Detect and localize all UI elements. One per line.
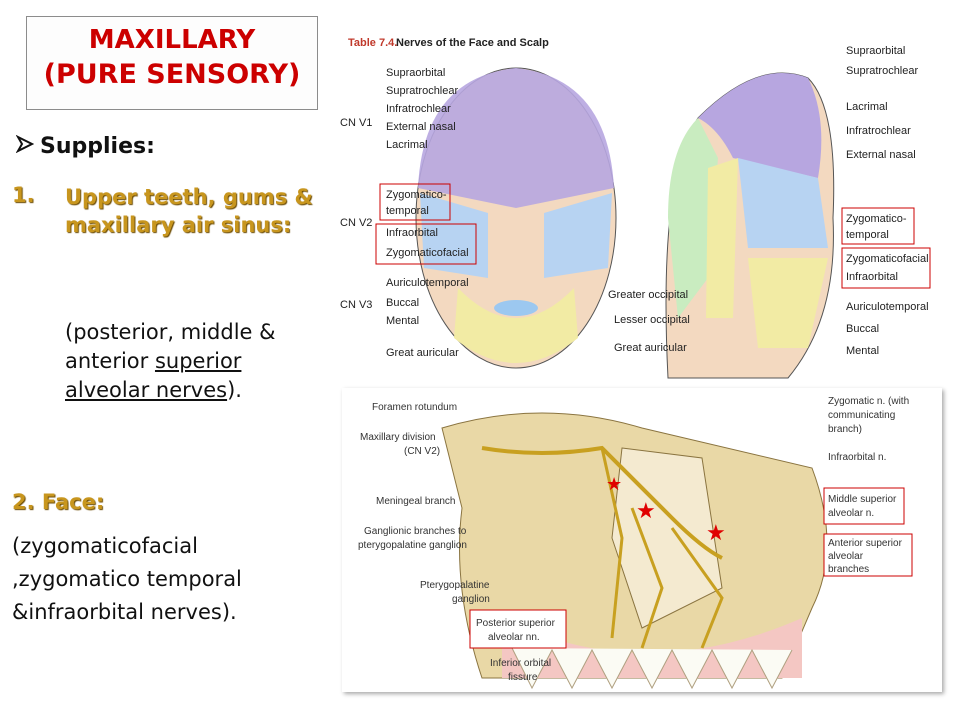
label-meningeal-branch: Meningeal branch — [376, 496, 456, 507]
item1-detail: (posterior, middle & anterior superior a… — [65, 318, 329, 405]
label-mental-right: Mental — [846, 345, 879, 357]
label-zygomaticofacial-left: Zygomaticofacial — [386, 247, 469, 259]
highlight-box-zygomaticotemporal-right — [841, 207, 915, 245]
label-zygomatico-left: Zygomatico- — [386, 189, 447, 201]
label-zygomatic-n: Zygomatic n. (with — [828, 396, 909, 407]
maxillary-left-labels: Foramen rotundum Maxillary division (CN … — [358, 402, 567, 683]
label-pterygopalatine-ganglion-target: pterygopalatine ganglion — [358, 540, 467, 551]
label-infraorbital-n: Infraorbital n. — [828, 452, 886, 463]
label-temporal-left: temporal — [386, 205, 429, 217]
side-head-middle-labels: Greater occipital Lesser occipital Great… — [608, 289, 690, 354]
label-foramen-rotundum: Foramen rotundum — [372, 402, 457, 413]
label-cn-v1: CN V1 — [340, 117, 372, 129]
label-infratrochlear-left: Infratrochlear — [386, 103, 451, 115]
label-external-nasal-left: External nasal — [386, 121, 456, 133]
label-maxillary-division: Maxillary division — [360, 432, 436, 443]
red-star-icon: ★ — [706, 520, 726, 545]
label-greater-occipital: Greater occipital — [608, 289, 688, 301]
label-lacrimal-right: Lacrimal — [846, 101, 888, 113]
label-cn-v3: CN V3 — [340, 299, 372, 311]
side-head-right-labels: Supraorbital Supratrochlear Lacrimal Inf… — [841, 45, 931, 357]
label-zygomaticofacial-right: Zygomaticofacial — [846, 253, 929, 265]
item2-detail-line2: ,zygomatico temporal — [12, 567, 242, 591]
highlight-box-zygomaticofacial-right — [841, 247, 931, 289]
label-pterygopalatine: Pterygopalatine — [420, 580, 490, 591]
highlight-box-middle-superior — [823, 487, 905, 525]
table-title-prefix: Table 7.4. — [348, 37, 397, 49]
arrow-bullet-icon — [15, 134, 40, 159]
item1-number: 1. — [12, 183, 35, 207]
label-ganglion: ganglion — [452, 594, 490, 605]
label-alveolar-nn: alveolar nn. — [488, 632, 540, 643]
highlight-box-zygomaticotemporal-left — [379, 183, 451, 221]
label-supraorbital-left: Supraorbital — [386, 67, 445, 79]
label-branches: branches — [828, 564, 869, 575]
label-cn-v2: CN V2 — [340, 217, 372, 229]
label-lesser-occipital: Lesser occipital — [614, 314, 690, 326]
slide-title-box: MAXILLARY (PURE SENSORY) — [26, 16, 318, 110]
red-star-markers: ★ ★ ★ — [606, 474, 726, 545]
highlight-box-zygomaticofacial-left — [375, 223, 477, 265]
front-face-drawing — [415, 67, 617, 369]
label-supratrochlear-right: Supratrochlear — [846, 65, 918, 77]
label-inferior-orbital: Inferior orbital — [490, 658, 551, 669]
label-external-nasal-right: External nasal — [846, 149, 916, 161]
item1-detail-b: ). — [227, 378, 242, 402]
red-star-icon: ★ — [606, 474, 622, 494]
item2-detail-line1: (zygomaticofacial — [12, 534, 198, 558]
front-face-labels: Supraorbital Supratrochlear Infratrochle… — [340, 67, 477, 359]
table-title: Nerves of the Face and Scalp — [396, 37, 549, 49]
side-head-drawing — [665, 72, 835, 379]
label-mental-left: Mental — [386, 315, 419, 327]
label-buccal-left: Buccal — [386, 297, 419, 309]
item2-detail-line3: &infraorbital nerves). — [12, 600, 237, 624]
label-fissure: fissure — [508, 672, 538, 683]
label-great-auricular-left: Great auricular — [386, 347, 459, 359]
highlight-box-anterior-superior — [823, 533, 913, 577]
label-lacrimal-left: Lacrimal — [386, 139, 428, 151]
label-ganglionic-branches: Ganglionic branches to — [364, 526, 467, 537]
label-posterior-superior: Posterior superior — [476, 618, 556, 629]
label-alveolar: alveolar — [828, 551, 864, 562]
label-supratrochlear-left: Supratrochlear — [386, 85, 458, 97]
label-supraorbital-right: Supraorbital — [846, 45, 905, 57]
highlight-box-posterior-superior — [469, 609, 567, 649]
item1-detail-underlined: superior alveolar nerves — [65, 349, 242, 402]
item2-detail: (zygomaticofacial ,zygomatico temporal &… — [12, 530, 332, 629]
label-communicating: communicating — [828, 410, 895, 421]
supplies-heading: Supplies: — [15, 134, 155, 159]
label-branch: branch) — [828, 424, 862, 435]
label-infraorbital-left: Infraorbital — [386, 227, 438, 239]
slide-title-line2: (PURE SENSORY) — [43, 59, 301, 90]
supplies-label: Supplies: — [40, 134, 155, 159]
label-infratrochlear-right: Infratrochlear — [846, 125, 911, 137]
red-star-icon: ★ — [636, 498, 656, 523]
label-auriculotemporal-right: Auriculotemporal — [846, 301, 929, 313]
label-auriculotemporal-left: Auriculotemporal — [386, 277, 469, 289]
item2-heading: 2. Face: — [12, 490, 105, 514]
label-buccal-right: Buccal — [846, 323, 879, 335]
maxillary-nerve-figure: ★ ★ ★ Foramen rotundum Maxillary divisio… — [342, 388, 942, 692]
maxillary-nerve-illustration: ★ ★ ★ Foramen rotundum Maxillary divisio… — [358, 396, 913, 690]
label-great-auricular-middle: Great auricular — [614, 342, 687, 354]
label-infraorbital-right: Infraorbital — [846, 271, 898, 283]
face-nerves-illustration: Table 7.4. Nerves of the Face and Scalp … — [340, 37, 931, 379]
label-cn-v2-bottom: (CN V2) — [404, 446, 440, 457]
label-alveolar-n: alveolar n. — [828, 508, 874, 519]
label-middle-superior: Middle superior — [828, 494, 897, 505]
maxillary-right-labels: Zygomatic n. (with communicating branch)… — [823, 396, 913, 577]
label-zygomatico-right: Zygomatico- — [846, 213, 907, 225]
face-nerves-figure: Table 7.4. Nerves of the Face and Scalp … — [338, 18, 936, 384]
label-anterior-superior: Anterior superior — [828, 538, 903, 549]
item1-heading: Upper teeth, gums & maxillary air sinus: — [65, 185, 313, 237]
slide-title-line1: MAXILLARY — [88, 25, 256, 55]
label-temporal-right: temporal — [846, 229, 889, 241]
item1-detail-a: (posterior, middle & anterior — [65, 320, 276, 373]
